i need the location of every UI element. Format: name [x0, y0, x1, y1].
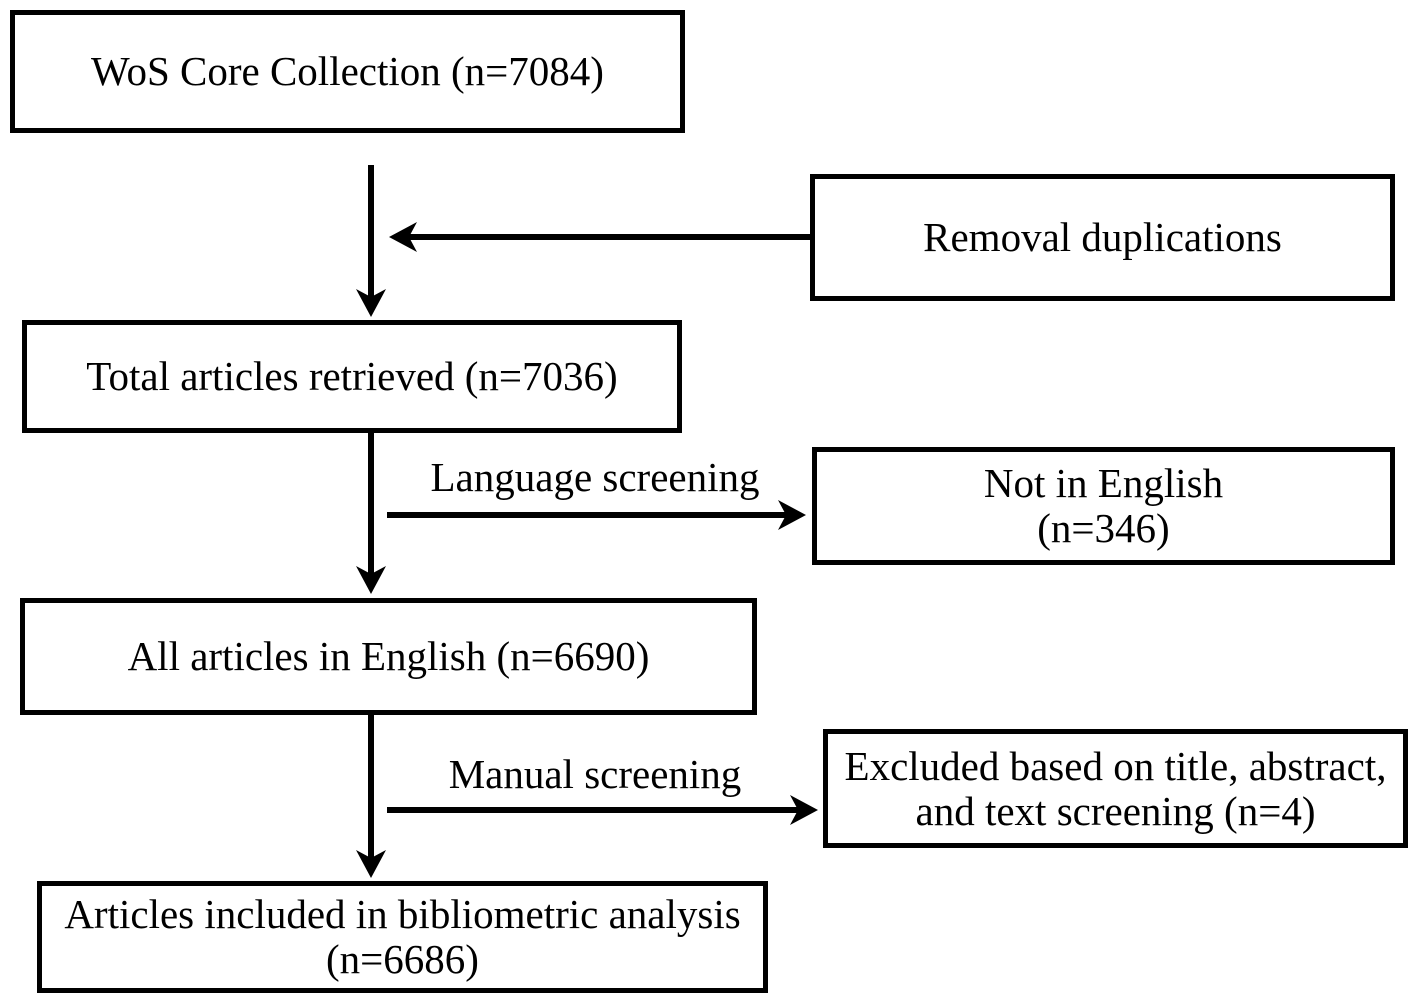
box-not-in-english: Not in English (n=346) [812, 447, 1395, 565]
box-wos-core-collection: WoS Core Collection (n=7084) [10, 10, 685, 133]
arrow-english-to-included [356, 715, 386, 878]
box-not-in-english-line2: (n=346) [1037, 505, 1170, 551]
box-included-bibliometric-analysis: Articles included in bibliometric analys… [37, 881, 768, 993]
arrow-manual-to-excluded [387, 795, 818, 825]
arrow-total-to-english [356, 433, 386, 594]
box-not-in-english-line1: Not in English [983, 460, 1224, 506]
box-total-label: Total articles retrieved (n=7036) [86, 353, 618, 399]
box-wos-label: WoS Core Collection (n=7084) [91, 48, 604, 94]
arrowhead-down-icon [356, 850, 386, 878]
box-included-line2: (n=6686) [326, 936, 479, 982]
arrow-language-to-notenglish [387, 500, 806, 530]
edge-label-language-screening: Language screening [430, 454, 760, 500]
arrowhead-right-icon [790, 795, 818, 825]
arrowhead-down-icon [356, 289, 386, 317]
box-total-articles-retrieved: Total articles retrieved (n=7036) [22, 320, 682, 433]
arrowhead-left-icon [389, 222, 417, 252]
box-excluded-line1: Excluded based on title, abstract, [844, 742, 1387, 789]
box-removal-label: Removal duplications [923, 214, 1282, 260]
box-excluded-line2: and text screening (n=4) [915, 787, 1316, 834]
arrowhead-right-icon [778, 500, 806, 530]
edge-label-manual-screening: Manual screening [448, 751, 742, 797]
arrow-removal-to-flow [389, 222, 810, 252]
arrowhead-down-icon [356, 566, 386, 594]
box-excluded-title-abstract-text: Excluded based on title, abstract, and t… [823, 729, 1408, 848]
arrow-wos-to-total [356, 165, 386, 317]
box-english-label: All articles in English (n=6690) [127, 633, 650, 679]
box-removal-duplications: Removal duplications [810, 174, 1395, 301]
box-all-articles-in-english: All articles in English (n=6690) [20, 598, 757, 715]
box-included-line1: Articles included in bibliometric analys… [64, 891, 741, 937]
